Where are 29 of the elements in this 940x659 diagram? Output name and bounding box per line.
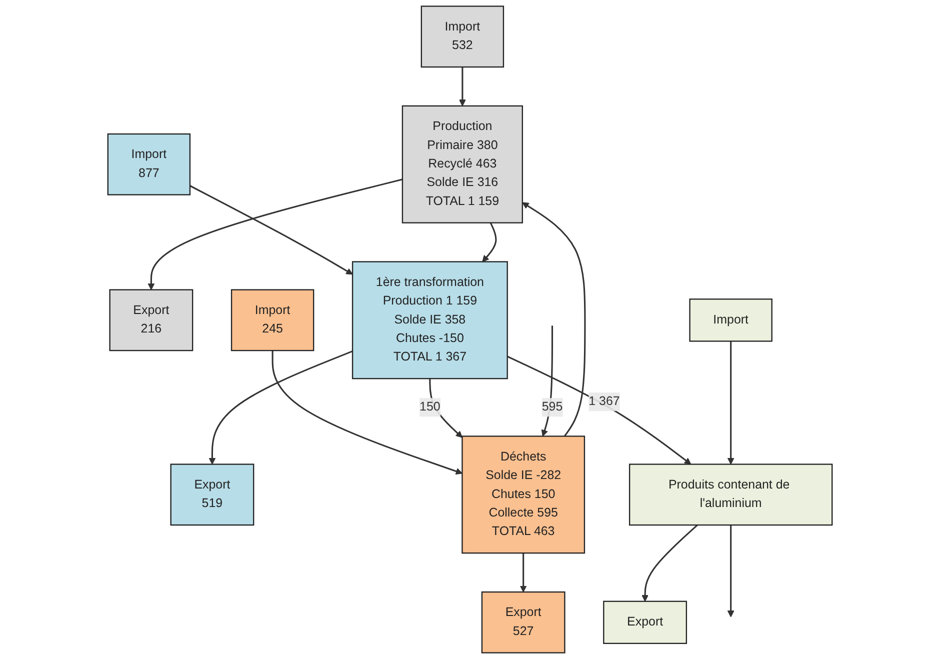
node-box: Export 216 — [109, 289, 194, 352]
arrow — [272, 350, 463, 475]
node-box: Déchets Solde IE -282 Chutes 150 Collecte 595 TOTAL 463 — [462, 436, 586, 554]
arrow — [208, 350, 353, 465]
arrow — [482, 222, 497, 262]
arrow — [507, 356, 692, 465]
node-box: Import — [689, 298, 772, 342]
node-box: Import 877 — [107, 133, 191, 196]
arrow — [459, 67, 466, 106]
arrow — [522, 202, 586, 437]
node-box: 1ère transformation Production 1 159 Solde IE 358 Chutes -150 TOTAL 1 367 — [352, 261, 508, 380]
arrow — [727, 341, 734, 465]
node-box: Produits contenant de l'aluminium — [628, 464, 833, 526]
arrow — [642, 524, 698, 602]
edge-label: 1 367 — [588, 394, 620, 408]
node-box: Export 519 — [170, 464, 254, 526]
arrow — [429, 378, 463, 438]
edge-label: 150 — [420, 400, 440, 414]
node-box: Import 532 — [420, 6, 504, 68]
node-box: Import 245 — [230, 289, 314, 352]
edge-label: 595 — [542, 400, 563, 414]
arrow — [541, 326, 554, 437]
node-box: Export 527 — [481, 591, 566, 654]
node-box: Production Primaire 380 Recyclé 463 Solde IE 316 TOTAL 1 159 — [402, 105, 523, 224]
arrow — [190, 185, 353, 275]
node-box: Export — [603, 600, 688, 644]
arrow — [520, 553, 527, 592]
arrow — [148, 178, 403, 290]
arrow — [727, 525, 734, 618]
